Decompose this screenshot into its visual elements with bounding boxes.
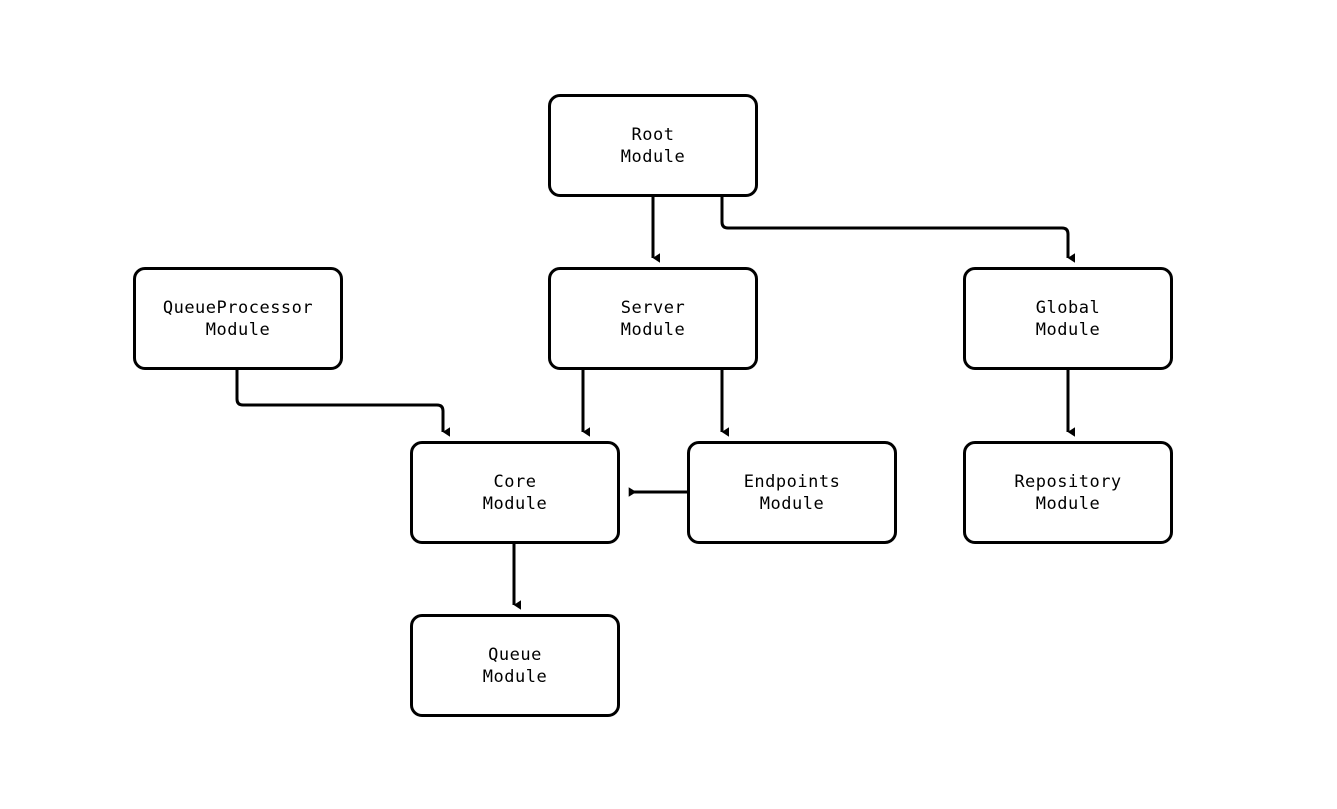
node-queueprocessor-module-label-line1: QueueProcessor xyxy=(162,297,314,318)
edge-queueprocessor-to-core xyxy=(235,370,450,437)
node-server-module[interactable]: Server Module xyxy=(548,267,758,370)
node-repository-module[interactable]: Repository Module xyxy=(963,441,1173,544)
node-repository-module-label-line1: Repository xyxy=(1014,471,1122,492)
node-root-module-label-line2: Module xyxy=(620,146,686,167)
node-server-module-label-line1: Server xyxy=(620,297,686,318)
node-global-module[interactable]: Global Module xyxy=(963,267,1173,370)
node-core-module-label-line2: Module xyxy=(482,493,548,514)
node-global-module-label-line1: Global xyxy=(1035,297,1101,318)
node-server-module-label-line2: Module xyxy=(620,319,686,340)
node-queueprocessor-module[interactable]: QueueProcessor Module xyxy=(133,267,343,370)
node-repository-module-label-line2: Module xyxy=(1035,493,1101,514)
node-endpoints-module-label-line1: Endpoints xyxy=(743,471,841,492)
node-queueprocessor-module-label-line2: Module xyxy=(205,319,271,340)
node-queue-module[interactable]: Queue Module xyxy=(410,614,620,717)
node-core-module-label-line1: Core xyxy=(493,471,537,492)
node-queue-module-label-line2: Module xyxy=(482,666,548,687)
node-endpoints-module[interactable]: Endpoints Module xyxy=(687,441,897,544)
node-endpoints-module-label-line2: Module xyxy=(759,493,825,514)
node-root-module-label-line1: Root xyxy=(631,124,675,145)
node-root-module[interactable]: Root Module xyxy=(548,94,758,197)
node-global-module-label-line2: Module xyxy=(1035,319,1101,340)
edge-root-to-global xyxy=(720,197,1075,263)
node-queue-module-label-line1: Queue xyxy=(488,644,542,665)
node-core-module[interactable]: Core Module xyxy=(410,441,620,544)
